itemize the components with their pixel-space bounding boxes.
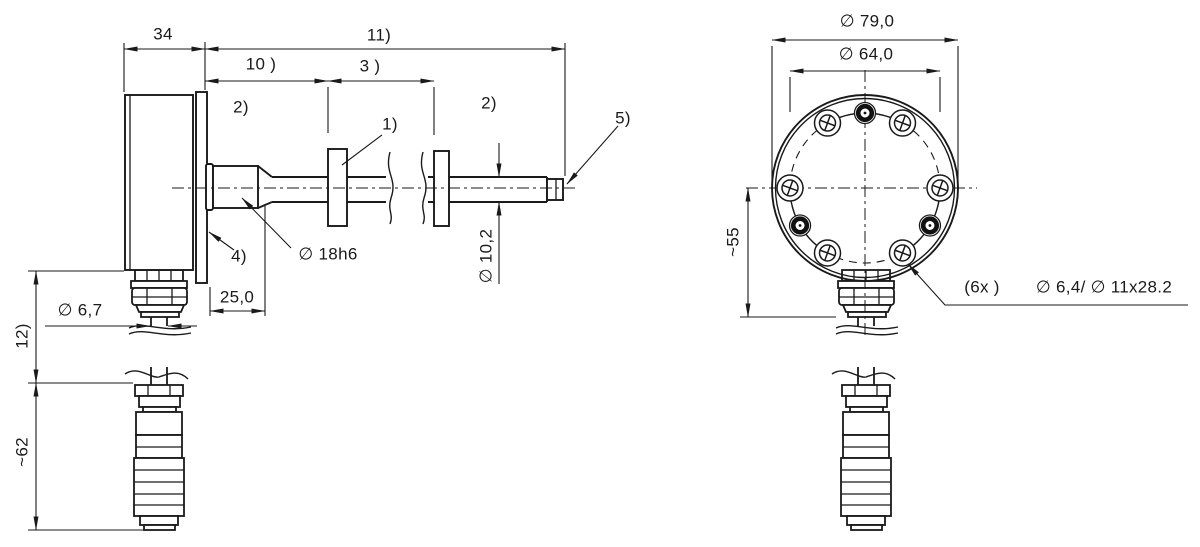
head-housing-side [124,94,194,271]
dim-tube-dia-label: ∅ 10,2 [476,228,496,284]
mounting-screw [776,174,804,202]
dim-head-width-label: 34 [153,24,173,44]
mounting-screw [813,109,842,137]
mounting-screw [888,109,917,137]
holes-spec-label: ∅ 6,4/ ∅ 11x28.2 [1035,277,1173,297]
dim-collar-dia-label: ∅ 18h6 [298,244,358,264]
leader-screw-holes [907,263,1188,306]
mounting-screw [813,239,842,267]
extension-lines-front [740,46,959,318]
mounting-screw [888,239,917,267]
holes-count-label: (6x ) [964,277,1000,297]
cable-gland-and-connector-side [124,269,192,531]
callout-tube-a-label: 2) [233,97,249,117]
dim-insertion-total-label: 11) [366,25,392,45]
mounting-screw [926,174,954,202]
dimension-lines-side [33,46,566,531]
break-marks [387,151,427,225]
dim-collar-len-label: 25,0 [219,287,255,307]
leader-neck [208,231,235,251]
probe-tip [546,178,564,201]
probe-collar-18h6 [212,165,259,209]
dim-cable-ref-label: 12) [12,323,32,349]
probe-tube [272,176,547,203]
dim-cable-dia-label: ∅ 6,7 [57,300,103,320]
leader-collar-dia [241,197,292,249]
dim-section-a-label: 10 ) [245,54,277,74]
probe-taper [257,165,273,209]
probe-neck-ring [205,163,214,211]
dim-connector-len-label: ~62 [12,437,32,467]
dim-center-height-label: ~55 [723,227,743,257]
callout-clamp-ring-label: 1) [382,114,398,134]
callout-neck-label: 4) [231,246,247,266]
leader-tip [566,125,619,185]
dimension-lines-front [745,37,1188,318]
front-view [740,37,1188,531]
side-view [28,42,619,531]
locking-screw [855,103,876,124]
leader-clamp-ring [341,134,383,166]
locking-screw [790,215,811,236]
leader-lines-side [208,125,619,251]
dim-bolt-circle-label: ∅ 64,0 [838,44,894,64]
dim-housing-dia-label: ∅ 79,0 [839,11,895,31]
callout-tip-label: 5) [615,108,631,128]
dim-section-b-label: 3 ) [359,56,381,76]
callout-tube-b-label: 2) [481,93,497,113]
extension-lines-side [28,42,566,531]
locking-screw [919,215,940,236]
